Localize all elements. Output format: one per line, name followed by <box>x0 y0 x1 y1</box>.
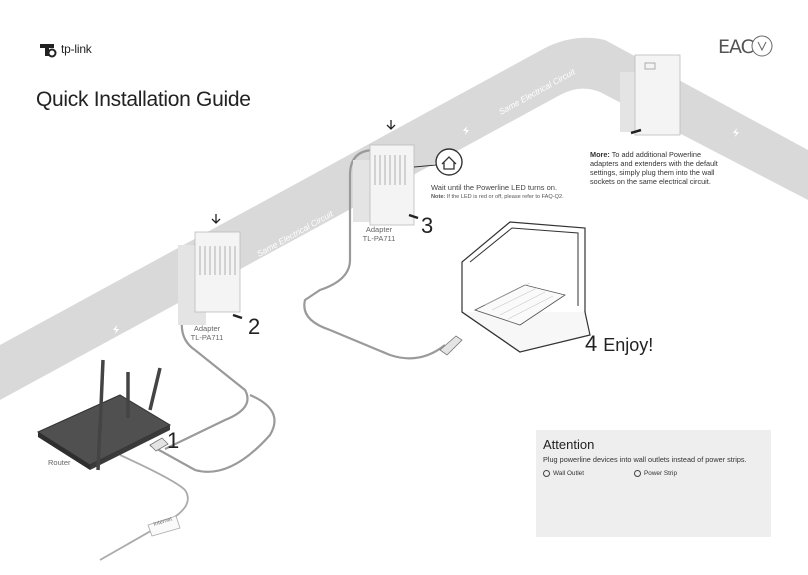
adapter-step2 <box>178 214 243 325</box>
powerline-led-icon <box>413 148 463 176</box>
step-4-number: 4 <box>585 331 598 356</box>
power-strip-label: Power Strip <box>644 470 678 477</box>
eac-mark: EAC <box>718 36 754 58</box>
internet-plug <box>147 515 181 537</box>
step-1-number: 1 <box>167 428 180 453</box>
led-instruction: Wait until the Powerline LED turns on. <box>431 183 558 192</box>
page-title: Quick Installation Guide <box>36 88 251 111</box>
internet-cable <box>99 454 189 561</box>
more-note: More: To add additional Powerline adapte… <box>590 150 730 186</box>
step-3-number: 3 <box>421 213 434 238</box>
wall-outlet-option: Wall Outlet <box>543 470 584 477</box>
tp-link-logo-icon <box>40 44 57 58</box>
attention-title: Attention <box>543 437 595 452</box>
led-note-text: If the LED is red or off, please refer t… <box>445 194 564 200</box>
adapter-3-label-line2: TL-PA711 <box>362 234 396 243</box>
adapter-2-label: Adapter TL-PA711 <box>190 324 224 342</box>
ethernet-plug-laptop <box>439 335 463 356</box>
logo-text: tp-link <box>61 42 92 56</box>
led-note-label: Note: <box>431 194 446 200</box>
additional-adapter <box>620 54 681 136</box>
attention-panel <box>536 430 771 537</box>
adapter-2-label-line2: TL-PA711 <box>190 333 224 342</box>
power-strip-option: Power Strip <box>634 470 677 477</box>
adapter-step3 <box>353 120 419 226</box>
certification-seal-icon <box>751 35 773 57</box>
router-label: Router <box>48 458 71 467</box>
step-4-text: Enjoy! <box>603 335 654 355</box>
adapter-2-label-line1: Adapter <box>193 324 221 333</box>
lightning-icon <box>113 126 739 334</box>
router <box>36 359 172 471</box>
smile-icon <box>543 470 550 477</box>
tp-link-logo: tp-link <box>36 38 92 60</box>
ethernet-cable-3 <box>303 148 446 360</box>
adapter-3-label-line1: Adapter <box>365 225 393 234</box>
ethernet-cable-1b <box>149 393 276 473</box>
ethernet-plug-router <box>149 437 169 452</box>
frown-icon <box>634 470 641 477</box>
more-text: To add additional Powerline adapters and… <box>590 150 718 186</box>
laptop <box>461 221 591 353</box>
wall-outlet-label: Wall Outlet <box>553 470 585 477</box>
step-2-number: 2 <box>248 314 261 339</box>
led-note: Note: If the LED is red or off, please r… <box>431 194 564 200</box>
adapter-3-label: Adapter TL-PA711 <box>362 225 396 243</box>
more-label: More: <box>590 150 610 159</box>
attention-text: Plug powerline devices into wall outlets… <box>543 455 747 464</box>
step-4: 4 Enjoy! <box>585 331 653 357</box>
